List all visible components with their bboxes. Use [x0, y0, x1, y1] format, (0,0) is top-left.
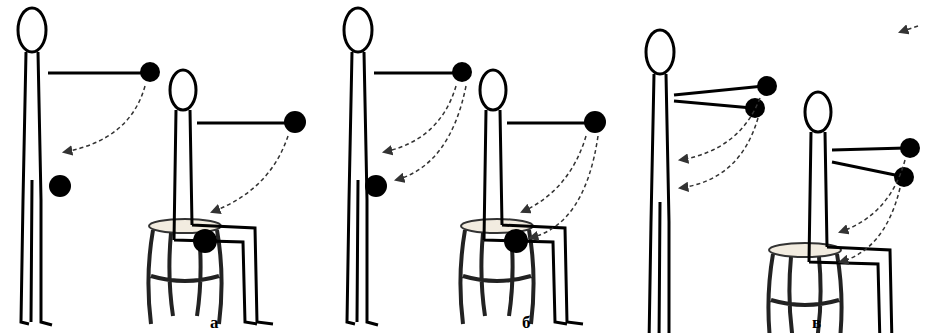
panel-letter: в: [812, 314, 821, 331]
panel-letter: б: [522, 314, 531, 331]
panel-letter: а: [210, 314, 219, 331]
